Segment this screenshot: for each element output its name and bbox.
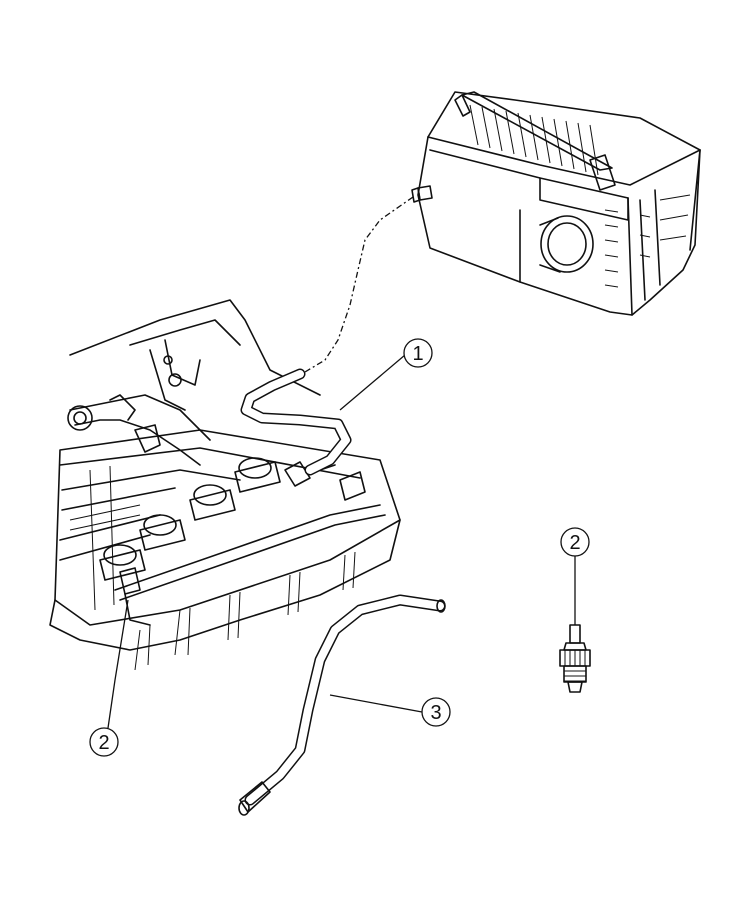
callout-2-engine: 2: [89, 599, 129, 757]
callout-3-label: 3: [430, 702, 441, 724]
ignition-coils: [99, 457, 281, 581]
connection-dashed-line: [304, 196, 414, 373]
breather-tube-part-3: [238, 594, 446, 816]
callout-1-label: 1: [412, 343, 423, 365]
callout-1: 1: [339, 338, 433, 411]
callout-2-valve-label: 2: [569, 532, 580, 554]
leader-line-3: [329, 694, 423, 713]
leader-line-2-engine: [107, 599, 129, 729]
callout-2-engine-label: 2: [98, 732, 109, 754]
pcv-valve-part-2: [559, 624, 591, 693]
callout-2-valve: 2: [560, 527, 590, 625]
leader-line-1: [339, 354, 406, 411]
air-cleaner-housing: [411, 91, 701, 316]
callout-3: 3: [329, 694, 451, 727]
pcv-hose-part-1: [240, 368, 352, 476]
